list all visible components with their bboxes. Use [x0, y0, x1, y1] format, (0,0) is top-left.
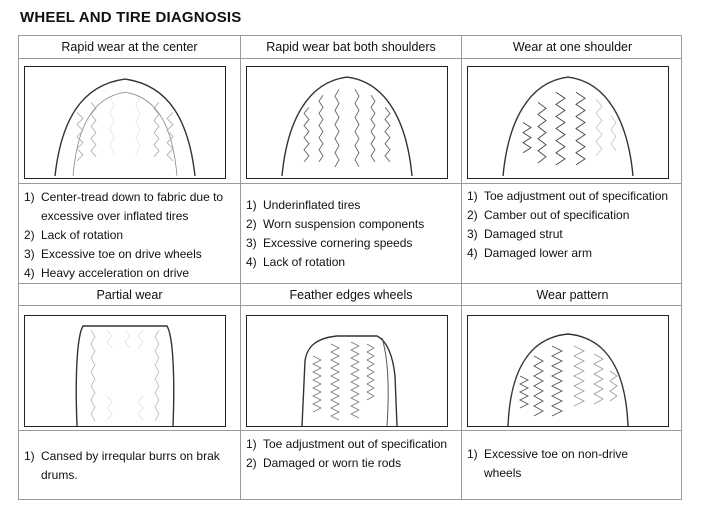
cause-item: 1)Toe adjustment out of specification	[246, 437, 448, 451]
panel-header-shoulders-wear: Rapid wear bat both shoulders	[266, 40, 436, 54]
panel-causes-partial-wear: 1)Cansed by irreqular burrs on brak drum…	[24, 447, 238, 485]
cause-item: 1)Excessive toe on non-drive wheels	[467, 447, 629, 480]
tire-shoulder-wear-illustration	[246, 66, 448, 179]
panel-causes-feather-edges: 1)Toe adjustment out of specification 2)…	[246, 435, 458, 473]
cause-item: 2)Worn suspension components	[246, 217, 425, 231]
panel-header-wear-pattern: Wear pattern	[536, 288, 609, 302]
cause-item: 1)Center-tread down to fabric due to exc…	[24, 190, 224, 223]
cause-item: 1)Underinflated tires	[246, 198, 361, 212]
cause-item: 3)Excessive cornering speeds	[246, 236, 413, 250]
cause-item: 3)Excessive toe on drive wheels	[24, 247, 202, 261]
cause-item: 4)Heavy acceleration on drive	[24, 266, 190, 280]
cause-item: 2)Lack of rotation	[24, 228, 124, 242]
panel-header-partial-wear: Partial wear	[96, 288, 163, 302]
panel-header-center-wear: Rapid wear at the center	[61, 40, 198, 54]
cause-item: 3)Damaged strut	[467, 227, 563, 241]
tire-partial-wear-illustration	[24, 315, 226, 427]
panel-causes-center-wear: 1)Center-tread down to fabric due to exc…	[24, 188, 236, 283]
diagnosis-table: Rapid wear at the center Rapid wear bat …	[18, 35, 682, 500]
cause-item: 4)Damaged lower arm	[467, 246, 593, 260]
cause-item: 2)Camber out of specification	[467, 208, 630, 222]
panel-causes-shoulders-wear: 1)Underinflated tires 2)Worn suspension …	[246, 196, 458, 272]
cause-item: 4)Lack of rotation	[246, 255, 346, 269]
panel-causes-wear-pattern: 1)Excessive toe on non-drive wheels	[467, 445, 657, 483]
tire-feather-edges-illustration	[246, 315, 448, 427]
panel-header-feather-edges: Feather edges wheels	[289, 288, 413, 302]
panel-header-one-shoulder-wear: Wear at one shoulder	[512, 40, 633, 54]
cause-item: 1)Cansed by irreqular burrs on brak drum…	[24, 449, 220, 482]
tire-one-shoulder-wear-illustration	[467, 66, 669, 179]
cause-item: 2)Damaged or worn tie rods	[246, 456, 402, 470]
cause-item: 1)Toe adjustment out of specification	[467, 189, 669, 203]
tire-center-wear-illustration	[24, 66, 226, 179]
tire-wear-pattern-illustration	[467, 315, 669, 427]
panel-causes-one-shoulder-wear: 1)Toe adjustment out of specification 2)…	[467, 187, 679, 263]
page-title: WHEEL AND TIRE DIAGNOSIS	[20, 9, 242, 26]
